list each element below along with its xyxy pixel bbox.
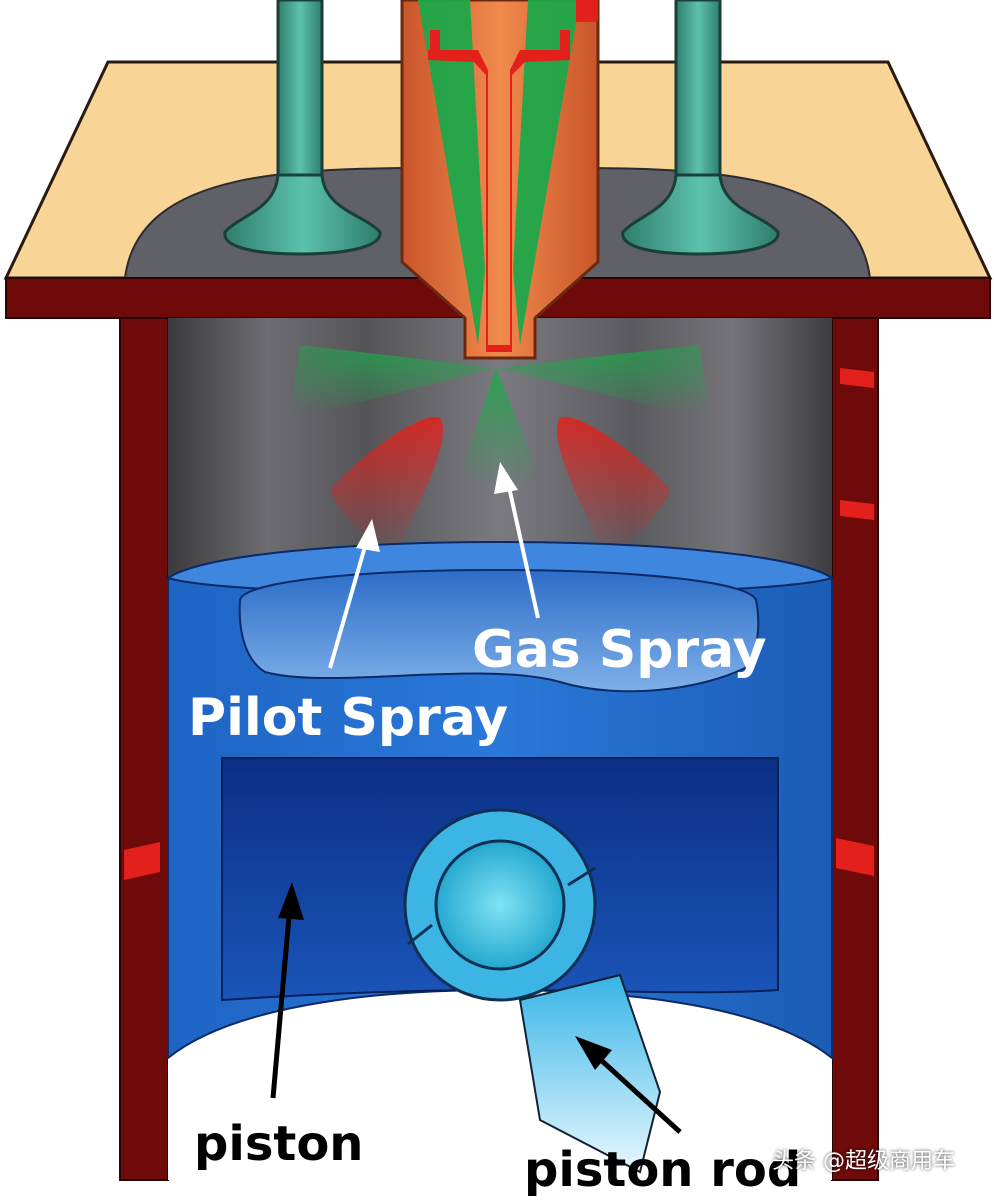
piston-body — [165, 541, 835, 1061]
intake-valve — [223, 0, 382, 256]
piston-bowl — [238, 569, 760, 693]
gas-spray-label: Gas Spray — [472, 620, 767, 680]
gas-spray-arrow — [494, 462, 540, 619]
fuel-injector — [400, 0, 600, 360]
pilot-spray-label: Pilot Spray — [188, 688, 508, 748]
pilot-spray-plumes — [330, 417, 670, 555]
piston-arrow — [270, 882, 304, 1099]
watermark: 头条 @超级商用车 — [772, 1149, 955, 1174]
piston-label: piston — [194, 1116, 363, 1172]
piston-rod — [403, 808, 662, 1174]
piston-rod-label: piston rod — [524, 1142, 801, 1198]
pilot-spray-arrow — [328, 519, 380, 669]
exhaust-valve — [621, 0, 780, 256]
piston-rings — [124, 368, 874, 880]
piston-pin — [434, 839, 566, 971]
gas-spray-plumes — [290, 345, 710, 490]
cylinder-wall-left — [119, 317, 169, 1181]
piston-rod-arrow — [575, 1036, 682, 1134]
cylinder-wall-right — [831, 317, 879, 1181]
